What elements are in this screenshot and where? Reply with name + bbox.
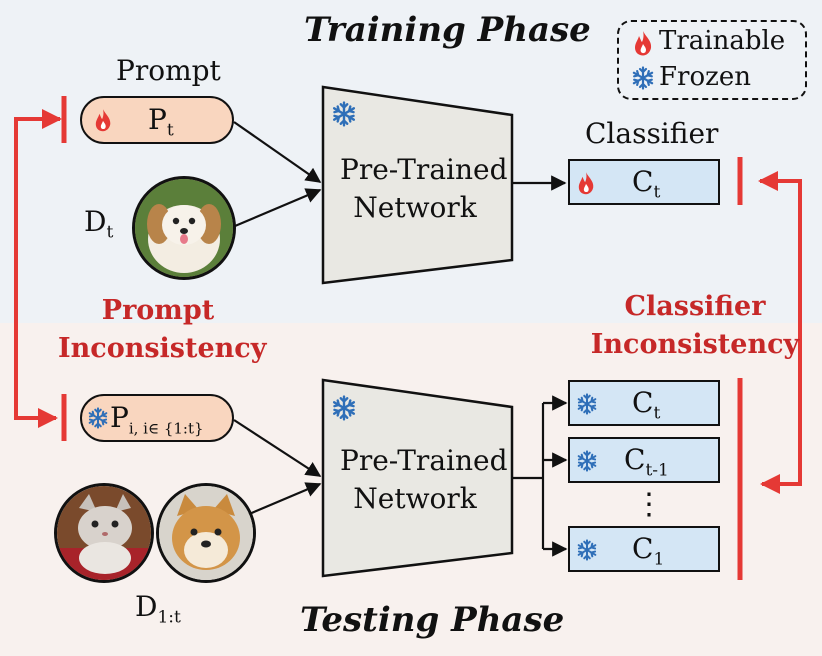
flame-icon — [577, 171, 595, 195]
training-network-line2: Network — [353, 191, 477, 224]
classifier-inconsistency-line2: Inconsistency — [590, 329, 800, 360]
arrow-prompt-to-network — [233, 121, 322, 183]
snowflake-icon — [576, 450, 598, 472]
prompt-inconsistency-connector — [14, 109, 62, 428]
snowflake-icon — [576, 393, 598, 415]
testing-prompt-box: Pi, i∈ {1:t} — [80, 394, 234, 442]
training-classifier-text: Ct — [632, 165, 661, 203]
training-phase-title: Training Phase — [304, 10, 591, 50]
prompt-label: Prompt — [116, 54, 221, 87]
training-network-line1: Pre-Trained — [340, 153, 508, 186]
training-prompt-box: Pt — [80, 96, 234, 144]
snowflake-icon — [331, 395, 357, 421]
prompt-inconsistency-line1: Prompt — [101, 295, 215, 326]
training-data-label: Dt — [84, 205, 114, 243]
prompt-inconsistency-label: Prompt Inconsistency — [58, 292, 267, 368]
testing-shiba-image — [156, 483, 256, 583]
legend-trainable-label: Trainable — [659, 26, 786, 56]
testing-classifier-t-1-text: Ct-1 — [624, 443, 669, 481]
training-network-shape — [321, 85, 514, 285]
snowflake-icon — [576, 539, 598, 561]
prompt-inconsistency-line2: Inconsistency — [58, 333, 267, 364]
snowflake-icon — [331, 101, 357, 127]
testing-network-line2: Network — [353, 482, 477, 515]
arrow-data-to-network — [234, 188, 322, 228]
legend-frozen-label: Frozen — [659, 62, 751, 92]
dog-icon — [135, 179, 233, 277]
classifier-inconsistency-connector — [758, 171, 802, 494]
snowflake-icon — [87, 407, 109, 429]
cat-icon — [57, 486, 151, 580]
testing-classifier-t-text: Ct — [632, 386, 661, 424]
training-dog-image — [132, 176, 236, 280]
shiba-icon — [159, 486, 253, 580]
training-prompt-text: Pt — [148, 103, 174, 141]
testing-data-label: D1:t — [135, 590, 181, 628]
legend: Trainable Frozen — [617, 20, 807, 100]
testing-classifier-t-1-box: Ct-1 — [568, 437, 720, 483]
testing-classifier-t-box: Ct — [568, 380, 720, 426]
training-classifier-box: Ct — [568, 159, 720, 205]
testing-prompt-text: Pi, i∈ {1:t} — [110, 401, 204, 438]
testing-network-line1: Pre-Trained — [340, 444, 508, 477]
classifier-inconsistency-label: Classifier Inconsistency — [580, 288, 810, 364]
arrow-test-prompt-to-network — [233, 419, 322, 477]
classifier-ellipsis: ⋮ — [634, 487, 664, 522]
classifier-label: Classifier — [585, 117, 719, 150]
flame-icon — [94, 108, 112, 132]
testing-network-shape — [321, 378, 514, 578]
classifier-inconsistency-line1: Classifier — [624, 291, 766, 322]
testing-network-label: Pre-Trained Network — [340, 442, 508, 518]
testing-classifier-1-text: C1 — [632, 532, 665, 570]
testing-cat-image — [54, 483, 154, 583]
testing-classifier-1-box: C1 — [568, 526, 720, 572]
training-network-label: Pre-Trained Network — [340, 151, 508, 227]
testing-phase-title: Testing Phase — [300, 600, 565, 640]
